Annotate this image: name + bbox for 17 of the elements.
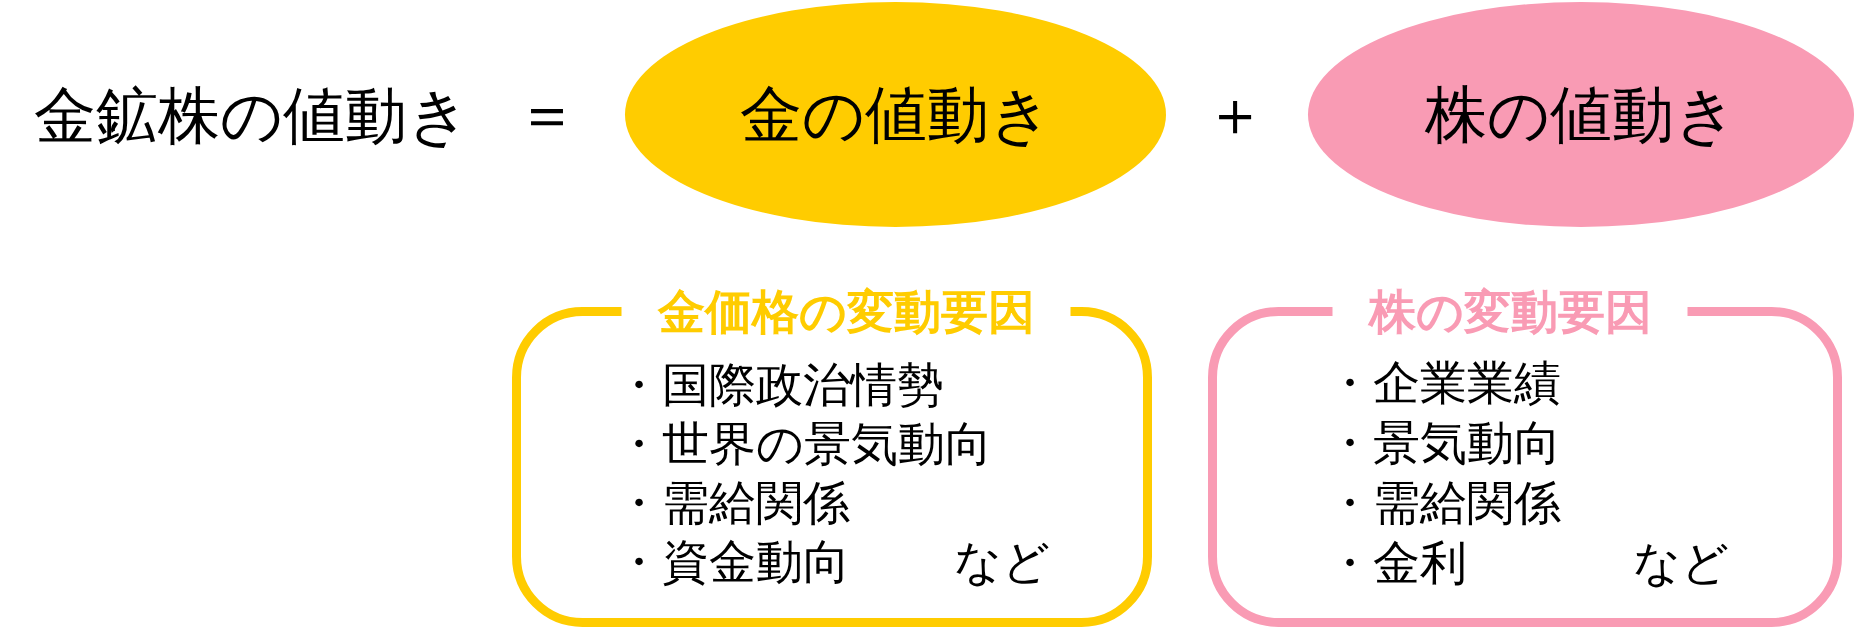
- list-item: ・需給関係: [615, 476, 850, 530]
- etc-note: など: [1633, 536, 1729, 590]
- formula-term: 金鉱株の値動き: [34, 80, 470, 152]
- list-item: ・企業業績: [1326, 356, 1561, 410]
- etc-note: など: [954, 535, 1050, 589]
- list-item: ・景気動向: [1326, 416, 1561, 470]
- section-heading: 株の変動要因: [1368, 284, 1652, 339]
- list-item: ・資金動向: [615, 535, 850, 589]
- list-item: ・国際政治情勢: [615, 358, 944, 412]
- section-heading: 金価格の変動要因: [657, 284, 1035, 339]
- list-item: ・世界の景気動向: [615, 417, 992, 471]
- equals-sign: ＝: [516, 78, 578, 150]
- plus-sign: ＋: [1204, 78, 1266, 150]
- ellipse-label: 株の値動き: [1425, 78, 1737, 151]
- list-item: ・金利: [1326, 536, 1467, 590]
- ellipse-label: 金の値動き: [739, 78, 1052, 151]
- list-item: ・需給関係: [1326, 476, 1561, 530]
